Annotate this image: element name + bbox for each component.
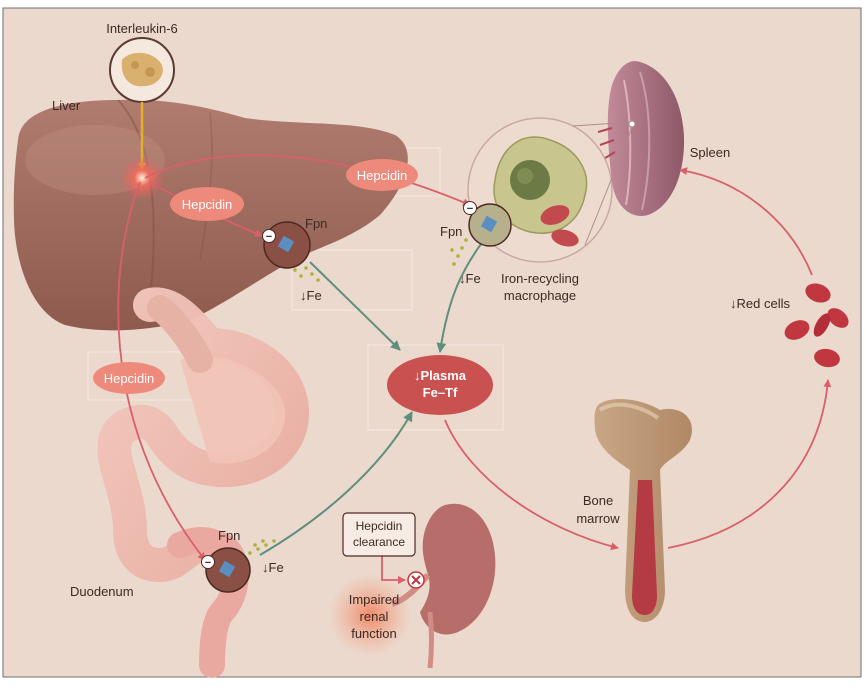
bone-marrow-organ [594, 398, 692, 622]
bone-to-redcells-arrow [667, 379, 832, 549]
fpn-liver-circle: − [262, 221, 311, 269]
fe-liver-label: ↓Fe [300, 288, 322, 303]
fpn-macrophage-circle: − [463, 201, 512, 247]
renal-label-line2: renal [360, 609, 389, 624]
duodenum-fe-arrow [259, 411, 413, 556]
macrophage-label-line1: Iron-recycling [501, 271, 579, 286]
hepcidin-pill-top: Hepcidin [346, 159, 418, 191]
fe-dots [248, 238, 468, 555]
clearance-label-line1: Hepcidin [356, 519, 403, 533]
fpn-liver-label: Fpn [305, 216, 327, 231]
minus-symbol: − [266, 231, 272, 243]
minus-symbol: − [467, 203, 473, 215]
fe-duodenum-label: ↓Fe [262, 560, 284, 575]
spleen-label: Spleen [690, 145, 730, 160]
liver-fe-arrow [309, 261, 401, 351]
spleen-organ [597, 61, 685, 216]
hepcidin-to-duodenum-arrow [117, 181, 206, 561]
clearance-to-kidney-arrow [381, 556, 406, 584]
red-cells-cluster [784, 283, 849, 368]
hepcidin-label: Hepcidin [104, 371, 155, 386]
hepcidin-pill-left: Hepcidin [93, 362, 165, 394]
kidney-organ [328, 503, 496, 669]
plasma-fe-tf-node: ↓Plasma Fe–Tf [387, 355, 493, 415]
bone-label-line2: marrow [576, 511, 620, 526]
plasma-label-line2: Fe–Tf [423, 385, 458, 400]
interleukin-label: Interleukin-6 [106, 21, 178, 36]
bone-label-line1: Bone [583, 493, 613, 508]
renal-label-line1: Impaired [349, 592, 400, 607]
fpn-macrophage-label: Fpn [440, 224, 462, 239]
fe-macrophage-label: ↓Fe [459, 271, 481, 286]
fpn-duodenum-label: Fpn [218, 528, 240, 543]
plasma-to-bone-arrow [444, 419, 619, 551]
renal-glow [328, 573, 412, 657]
hepcidin-to-macrophage-arrow [144, 154, 471, 206]
red-arrows [117, 154, 832, 584]
interleukin-bubble [109, 37, 175, 103]
hepcidin-source-glow [120, 156, 164, 200]
plasma-label-line1: ↓Plasma [414, 368, 467, 383]
macrophage-label-line2: macrophage [504, 288, 576, 303]
hepcidin-pill-liver: Hepcidin [170, 187, 244, 221]
renal-label-line3: function [351, 626, 397, 641]
text-labels: Interleukin-6 Liver Spleen Duodenum Fpn … [52, 21, 790, 641]
clearance-label-line2: clearance [353, 535, 405, 549]
redcells-to-spleen-arrow [679, 167, 813, 276]
blocked-x-icon [407, 571, 425, 589]
liver-label: Liver [52, 98, 81, 113]
hepcidin-clearance-box: Hepcidin clearance [342, 512, 416, 557]
duodenum-label: Duodenum [70, 584, 134, 599]
hepcidin-label: Hepcidin [357, 168, 408, 183]
fpn-duodenum-circle: − [201, 547, 251, 593]
red-cells-label: ↓Red cells [730, 296, 790, 311]
hepcidin-label: Hepcidin [182, 197, 233, 212]
minus-symbol: − [205, 557, 211, 569]
